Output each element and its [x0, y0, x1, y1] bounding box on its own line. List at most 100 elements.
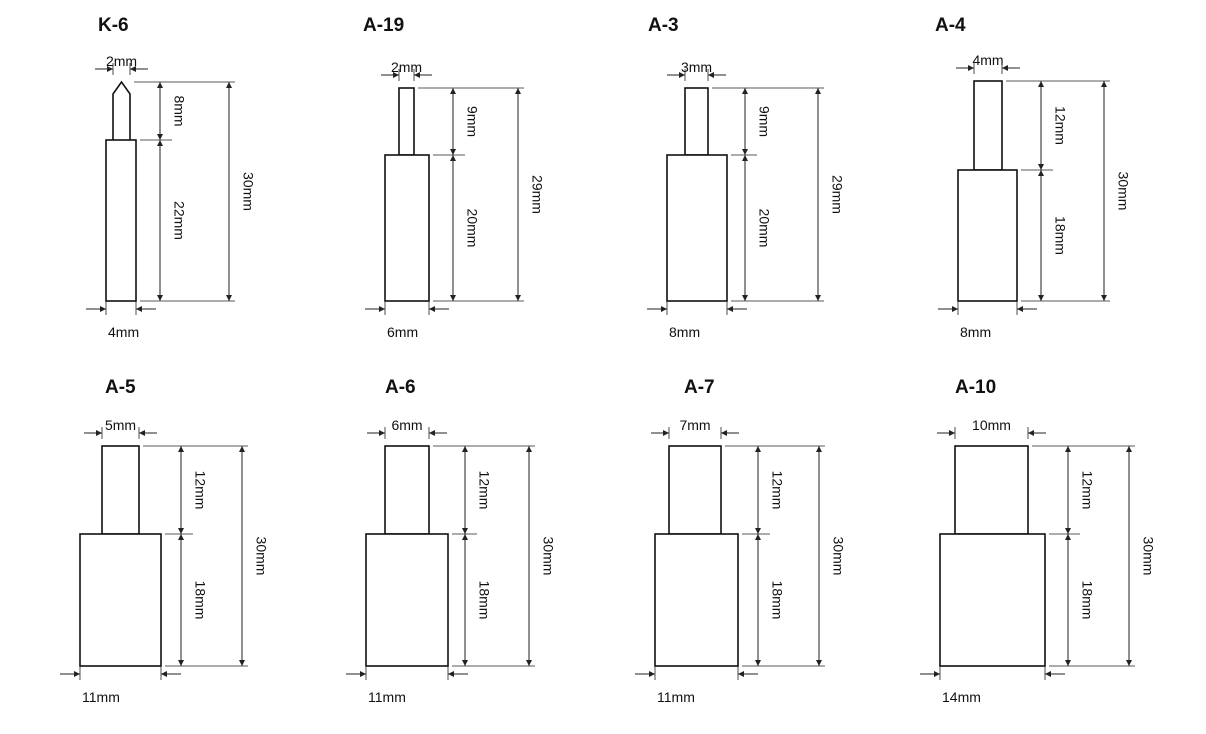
base-length-dim-arrow-bottom — [755, 660, 761, 666]
base-length-dim-arrow-bottom — [450, 295, 456, 301]
base-length-label: 18mm — [476, 581, 492, 620]
tip-width-arrowhead-right — [721, 430, 727, 436]
tip-width-arrowhead-right — [429, 430, 435, 436]
tip-width-arrowhead-right — [130, 66, 136, 72]
pin-base — [105, 139, 137, 302]
tip-width-arrowhead-left — [968, 65, 974, 71]
tip-length-dim-arrow-top — [1065, 446, 1071, 452]
base-length-dim-arrow-top — [1038, 170, 1044, 176]
pin-title: A-19 — [363, 15, 404, 36]
base-width-arrowhead-left — [649, 671, 655, 677]
tip-width-arrowhead-left — [393, 72, 399, 78]
tip-length-label: 9mm — [464, 106, 480, 137]
base-length-dim-arrow-top — [742, 155, 748, 161]
base-width-arrowhead-right — [1017, 306, 1023, 312]
base-width-arrowhead-left — [74, 671, 80, 677]
total-length-dim-arrow-bottom — [526, 660, 532, 666]
base-width-arrowhead-left — [360, 671, 366, 677]
pin-tip — [684, 87, 709, 156]
total-length-dim-arrow-bottom — [1126, 660, 1132, 666]
tip-length-dim-arrow-bottom — [755, 528, 761, 534]
total-length-dim-arrow-top — [515, 88, 521, 94]
base-width-label: 8mm — [669, 324, 700, 340]
tip-width-arrowhead-left — [96, 430, 102, 436]
base-length-label: 20mm — [756, 209, 772, 248]
total-length-label: 29mm — [529, 175, 545, 214]
base-length-label: 18mm — [192, 581, 208, 620]
base-width-arrowhead-right — [738, 671, 744, 677]
base-length-dim-arrow-bottom — [462, 660, 468, 666]
pin-a3: A-3 3mm 9mm 20mm 29mm 8mm — [647, 15, 845, 340]
pin-tip — [101, 445, 140, 535]
total-length-dim-arrow-bottom — [515, 295, 521, 301]
tip-length-dim-arrow-bottom — [157, 134, 163, 140]
base-length-dim-arrow-bottom — [1065, 660, 1071, 666]
total-length-label: 30mm — [253, 537, 269, 576]
tip-width-label: 4mm — [972, 52, 1003, 68]
pin-title: A-10 — [955, 377, 996, 398]
base-length-dim-arrow-top — [157, 140, 163, 146]
total-length-dim-arrow-bottom — [226, 295, 232, 301]
tip-width-arrowhead-right — [1002, 65, 1008, 71]
tip-length-dim-arrow-top — [755, 446, 761, 452]
base-width-label: 14mm — [942, 689, 981, 705]
tip-length-label: 12mm — [1079, 471, 1095, 510]
tip-width-arrowhead-right — [1028, 430, 1034, 436]
base-length-label: 22mm — [171, 201, 187, 240]
pin-tip — [668, 445, 722, 535]
total-length-dim-arrow-top — [816, 446, 822, 452]
tip-width-arrowhead-left — [379, 430, 385, 436]
total-length-dim-arrow-top — [226, 82, 232, 88]
base-length-dim-arrow-top — [178, 534, 184, 540]
base-length-dim-arrow-bottom — [178, 660, 184, 666]
base-width-arrowhead-left — [100, 306, 106, 312]
total-length-dim-arrow-top — [815, 88, 821, 94]
pin-title: A-4 — [935, 15, 966, 36]
total-length-dim-arrow-top — [1126, 446, 1132, 452]
tip-length-label: 12mm — [769, 471, 785, 510]
total-length-dim-arrow-top — [239, 446, 245, 452]
pin-base — [654, 533, 739, 667]
tip-length-label: 8mm — [171, 95, 187, 126]
pin-tip — [384, 445, 430, 535]
base-length-label: 18mm — [769, 581, 785, 620]
base-width-arrowhead-left — [661, 306, 667, 312]
base-width-arrowhead-right — [1045, 671, 1051, 677]
pin-base — [384, 154, 430, 302]
tip-length-dim-arrow-top — [157, 82, 163, 88]
pin-tip — [112, 80, 131, 140]
tip-length-dim-arrow-top — [742, 88, 748, 94]
tip-length-dim-arrow-top — [1038, 81, 1044, 87]
base-width-arrowhead-right — [161, 671, 167, 677]
base-length-dim-arrow-top — [462, 534, 468, 540]
base-width-label: 11mm — [82, 689, 120, 705]
pin-title: A-3 — [648, 15, 679, 36]
pin-title: A-6 — [385, 377, 416, 398]
tip-length-label: 12mm — [192, 471, 208, 510]
total-length-label: 29mm — [829, 175, 845, 214]
total-length-dim-arrow-top — [1101, 81, 1107, 87]
tip-length-dim-arrow-bottom — [450, 149, 456, 155]
base-length-label: 18mm — [1079, 581, 1095, 620]
pin-title: A-7 — [684, 377, 715, 398]
total-length-dim-arrow-bottom — [815, 295, 821, 301]
base-width-arrowhead-right — [429, 306, 435, 312]
pin-tip — [973, 80, 1003, 171]
tip-width-arrowhead-left — [663, 430, 669, 436]
pin-title: K-6 — [98, 15, 129, 36]
pin-title: A-5 — [105, 377, 136, 398]
pin-tip — [398, 87, 415, 156]
total-length-dim-arrow-bottom — [239, 660, 245, 666]
base-length-dim-arrow-bottom — [157, 295, 163, 301]
tip-length-label: 9mm — [756, 106, 772, 137]
pin-base — [365, 533, 449, 667]
tip-width-arrowhead-right — [414, 72, 420, 78]
base-width-arrowhead-left — [379, 306, 385, 312]
base-length-dim-arrow-bottom — [742, 295, 748, 301]
tip-width-label: 3mm — [681, 59, 712, 75]
